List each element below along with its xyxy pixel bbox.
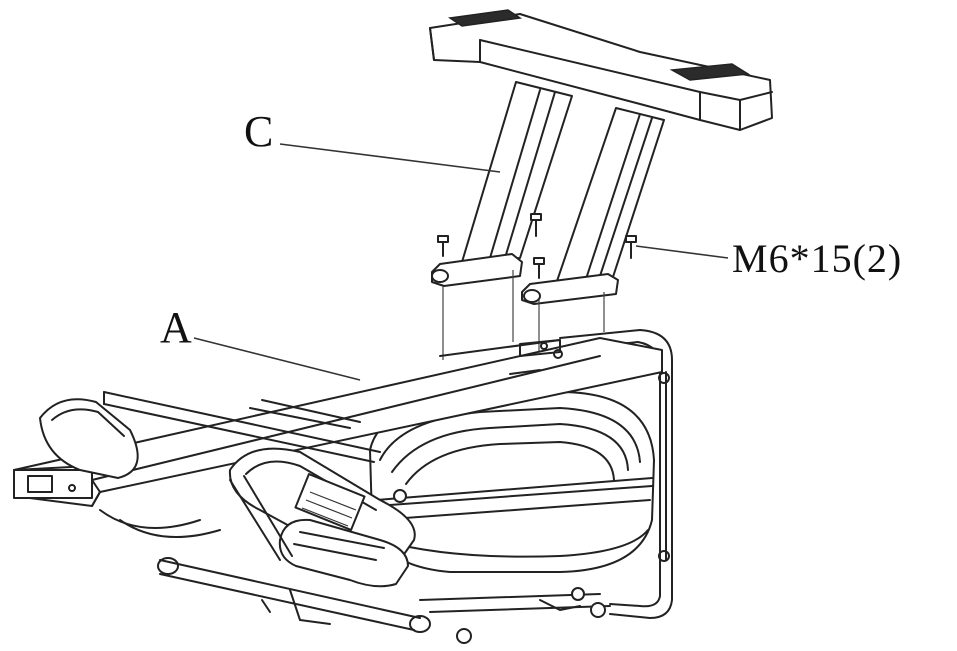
- leader-c: [279, 143, 501, 173]
- bolts-m6x15: [437, 213, 637, 279]
- part-c-rear-stabilizer: [429, 9, 773, 305]
- bracket-left: [431, 253, 523, 287]
- bolt-icon: [625, 235, 637, 259]
- end-pad-right: [669, 63, 751, 81]
- leader-lines: [193, 143, 729, 381]
- leader-bolts: [635, 245, 729, 259]
- bracket-right: [521, 273, 619, 305]
- bolt-icon: [437, 235, 449, 257]
- label-part-c: C: [244, 107, 273, 156]
- label-part-a: A: [160, 303, 192, 352]
- part-a-main-frame: [13, 329, 673, 644]
- bolt-icon: [533, 257, 545, 279]
- end-pad-left: [447, 9, 523, 27]
- bolt-icon: [530, 213, 542, 237]
- leader-a: [193, 337, 361, 381]
- label-bolts: M6*15(2): [732, 236, 902, 281]
